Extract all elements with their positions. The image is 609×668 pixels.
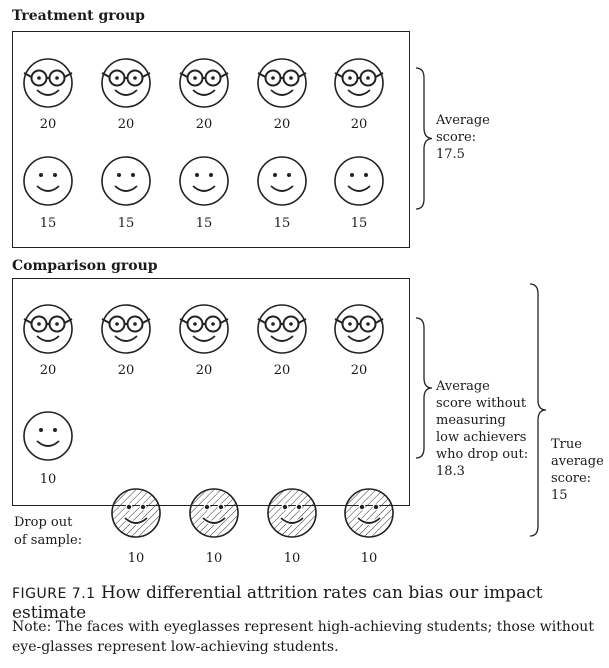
glasses-face-icon bbox=[23, 304, 73, 354]
figure-title: How differential attrition rates can bia… bbox=[12, 583, 543, 623]
hatched-face-icon bbox=[111, 488, 161, 538]
smiley-face-icon bbox=[334, 156, 384, 206]
smiley-face-icon bbox=[101, 156, 151, 206]
dropout-score: 10 bbox=[205, 551, 223, 566]
treatment-low-score: 15 bbox=[39, 216, 57, 231]
smiley-face-icon bbox=[257, 156, 307, 206]
figure-note: Note: The faces with eyeglasses represen… bbox=[12, 619, 594, 655]
glasses-face-icon bbox=[334, 58, 384, 108]
glasses-face-icon bbox=[23, 58, 73, 108]
comparison-high-score: 20 bbox=[195, 363, 213, 378]
treatment-high-score: 20 bbox=[350, 117, 368, 132]
treatment-high-score: 20 bbox=[117, 117, 135, 132]
glasses-face-icon bbox=[334, 304, 384, 354]
glasses-face-icon bbox=[257, 304, 307, 354]
comparison-average-label: Average score without measuring low achi… bbox=[436, 379, 529, 479]
treatment-low-score: 15 bbox=[350, 216, 368, 231]
glasses-face-icon bbox=[257, 58, 307, 108]
hatched-face-icon bbox=[267, 488, 317, 538]
smiley-face-icon bbox=[179, 156, 229, 206]
treatment-group-title: Treatment group bbox=[12, 8, 145, 24]
treatment-low-score: 15 bbox=[273, 216, 291, 231]
dropout-score: 10 bbox=[360, 551, 378, 566]
hatched-face-icon bbox=[189, 488, 239, 538]
smiley-face-icon bbox=[23, 156, 73, 206]
treatment-high-score: 20 bbox=[39, 117, 57, 132]
comparison-high-score: 20 bbox=[350, 363, 368, 378]
treatment-group-box bbox=[12, 31, 410, 248]
glasses-face-icon bbox=[101, 304, 151, 354]
dropout-label: Drop out of sample: bbox=[14, 515, 83, 548]
treatment-high-score: 20 bbox=[195, 117, 213, 132]
comparison-high-score: 20 bbox=[117, 363, 135, 378]
glasses-face-icon bbox=[179, 304, 229, 354]
comparison-low-score: 10 bbox=[39, 472, 57, 487]
comparison-high-score: 20 bbox=[273, 363, 291, 378]
comparison-group-title: Comparison group bbox=[12, 258, 158, 274]
dropout-score: 10 bbox=[283, 551, 301, 566]
glasses-face-icon bbox=[101, 58, 151, 108]
true-average-brace bbox=[529, 283, 547, 537]
figure-number: FIGURE 7.1 bbox=[12, 586, 96, 602]
treatment-low-score: 15 bbox=[117, 216, 135, 231]
treatment-average-label: Average score: 17.5 bbox=[436, 113, 490, 162]
figure-caption: FIGURE 7.1 How differential attrition ra… bbox=[12, 583, 609, 623]
treatment-brace bbox=[415, 67, 433, 210]
treatment-low-score: 15 bbox=[195, 216, 213, 231]
comparison-brace bbox=[415, 317, 433, 459]
dropout-score: 10 bbox=[127, 551, 145, 566]
treatment-high-score: 20 bbox=[273, 117, 291, 132]
true-average-label: True average score: 15 bbox=[551, 437, 604, 503]
hatched-face-icon bbox=[344, 488, 394, 538]
smiley-face-icon bbox=[23, 411, 73, 461]
glasses-face-icon bbox=[179, 58, 229, 108]
comparison-high-score: 20 bbox=[39, 363, 57, 378]
